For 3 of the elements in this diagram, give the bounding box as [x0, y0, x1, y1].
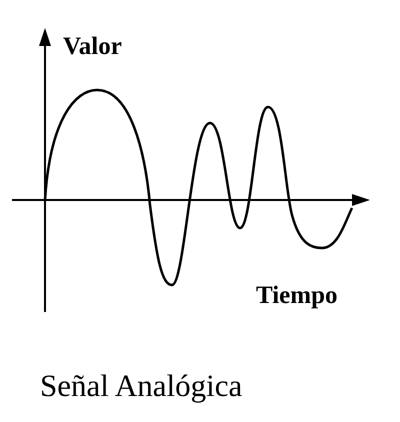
x-axis-label: Tiempo [256, 283, 338, 308]
y-axis-label: Valor [63, 34, 122, 59]
caption: Señal Analógica [40, 370, 242, 401]
